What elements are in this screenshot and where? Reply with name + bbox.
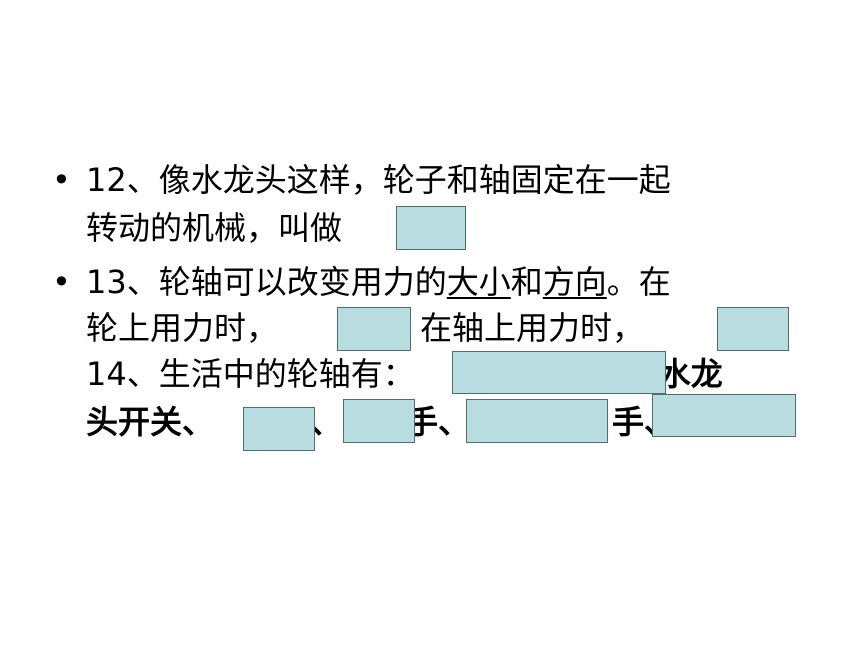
answer-cover-q12[interactable] [396,206,466,250]
q14-text-l2a: 头开关、 [86,403,215,441]
q13-text-l2a: 轮上用力时， [86,309,279,347]
bullet-12: • [52,161,71,199]
answer-cover-q14-5[interactable] [466,399,608,443]
q12-text-1: 12、像水龙头这样，轮子和轴固定在一起 [86,161,671,199]
q14-text-a: 14、生活中的轮轴有： [86,355,415,393]
q13-text-c: 和 [510,263,543,301]
q13-text-a: 13、轮轴可以改变用力的 [86,263,447,301]
q13-line1: 13、轮轴可以改变用力的大小和方向。在 [86,262,671,302]
q13-text-l2b: ；在轴上用力时， [388,309,645,347]
answer-cover-q14-1[interactable] [452,351,666,394]
q12-line1: 12、像水龙头这样，轮子和轴固定在一起 [86,160,671,200]
q13-text-e: 。在 [606,263,671,301]
answer-cover-q14-4[interactable] [343,399,415,443]
q12-text-2: 转动的机械，叫做 [86,209,343,247]
answer-cover-q13-axle[interactable] [717,307,789,351]
q13-line2: 轮上用力时，；在轴上用力时，。 [86,308,768,348]
answer-cover-q13-wheel[interactable] [337,307,411,351]
answer-cover-q14-2[interactable] [652,394,796,437]
q14-text-l2c: 手、 [406,403,471,441]
q13-answer-size: 大小 [446,263,511,301]
answer-cover-q14-3[interactable] [243,407,315,451]
q14-text-l2b: 、 [310,403,343,441]
q13-answer-direction: 方向 [542,263,607,301]
bullet-13: • [52,263,71,301]
